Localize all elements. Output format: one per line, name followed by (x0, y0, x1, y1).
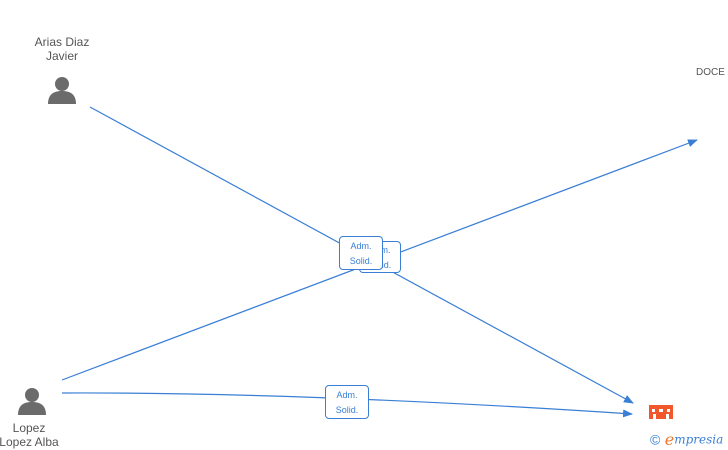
edge-lopez-to-bottom-company (61, 392, 633, 418)
person-name-line2: Javier (45, 49, 78, 63)
edge-label-line2: Solid. (349, 256, 373, 266)
person-name-line1: Lopez (12, 421, 46, 435)
person-label-lopez: Lopez Lopez Alba (0, 421, 70, 449)
person-label-arias: Arias Diaz Javier (22, 35, 102, 63)
edge-label-line1: Adm. (350, 241, 372, 251)
person-name-line2: Lopez Alba (0, 435, 59, 449)
person-icon[interactable] (17, 387, 47, 420)
copyright-icon: © (650, 431, 661, 448)
person-name-line1: Arias Diaz (34, 35, 90, 49)
brand-letter-e: e (664, 430, 675, 449)
person-icon[interactable] (47, 76, 77, 109)
edge-label-line1: Adm. (336, 390, 358, 400)
brand-name: mpresia (674, 432, 724, 447)
company-label-doce[interactable]: DOCE (696, 67, 725, 78)
building-icon[interactable] (649, 405, 673, 426)
edge-label-adm-solid[interactable]: Adm. Solid. (339, 236, 383, 270)
edge-label-line2: Solid. (335, 405, 359, 415)
edge-label-adm-solid[interactable]: Adm. Solid. (325, 385, 369, 419)
empresia-logo: © empresia (650, 430, 724, 449)
